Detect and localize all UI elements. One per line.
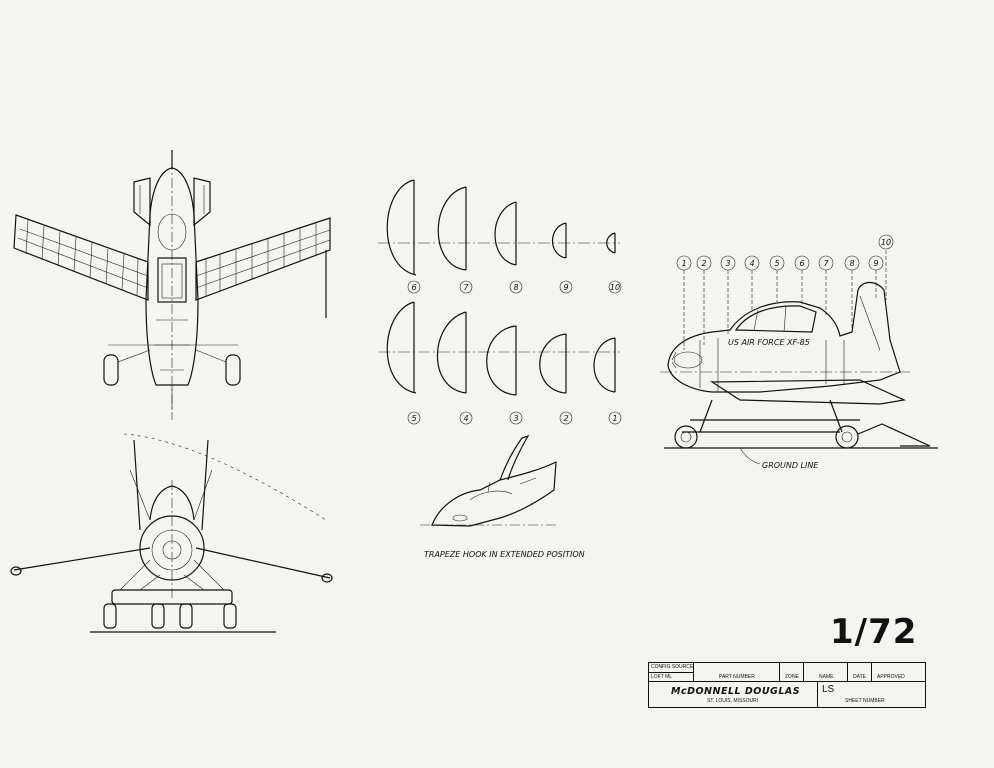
title-block-divider (803, 663, 804, 681)
hook-caption: TRAPEZE HOOK IN EXTENDED POSITION (424, 550, 585, 559)
title-block-divider (871, 663, 872, 681)
station-label: 2 (701, 259, 706, 268)
title-block-divider (817, 681, 818, 707)
title-block-header-row (649, 663, 925, 682)
trapeze-hook-detail (420, 434, 557, 527)
ground-line-label: GROUND LINE (762, 461, 819, 470)
station-label: 1 (681, 259, 686, 268)
ls-label: LS (822, 684, 835, 695)
loft-ml-label: LOFT ML (651, 674, 673, 680)
section-labels-bottom: 5 4 3 2 1 (407, 411, 622, 425)
section-label: 8 (513, 283, 518, 292)
station-label: 4 (749, 259, 754, 268)
section-label: 10 (610, 283, 620, 292)
fuselage-marking: US AIR FORCE XF-85 (728, 338, 810, 347)
front-view-aircraft (10, 433, 333, 633)
section-label: 9 (563, 283, 568, 292)
approved-label: APPROVED (877, 674, 905, 680)
title-block-divider (693, 663, 694, 681)
fuselage-cross-sections (378, 179, 620, 396)
station-label: 5 (774, 259, 779, 268)
zone-label: ZONE (785, 674, 799, 680)
station-label: 3 (725, 259, 730, 268)
side-view-aircraft (660, 281, 938, 465)
station-label: 6 (799, 259, 804, 268)
config-source-label: CONFIG SOURCE (651, 664, 694, 670)
station-label: 9 (873, 259, 878, 268)
title-block-divider (779, 663, 780, 681)
scale-label: 1/72 (830, 612, 918, 652)
station-label: 10 (881, 238, 891, 247)
section-label: 6 (411, 283, 416, 292)
station-number-labels: 1 2 3 4 5 6 7 8 9 10 (676, 234, 894, 271)
station-label: 8 (849, 259, 854, 268)
part-number-label: PART NUMBER (719, 674, 755, 680)
station-label: 7 (823, 259, 829, 268)
date-label: DATE (853, 674, 866, 680)
section-label: 7 (463, 283, 469, 292)
section-label: 4 (463, 414, 468, 423)
company-city: ST. LOUIS, MISSOURI (707, 698, 759, 704)
company-name: McDONNELL DOUGLAS (671, 686, 801, 697)
section-labels-top: 6 7 8 9 10 (407, 280, 622, 294)
section-label: 3 (513, 414, 518, 423)
section-label: 5 (411, 414, 416, 423)
title-block-divider (847, 663, 848, 681)
name-label: NAME (819, 674, 834, 680)
sheet-number-label: SHEET NUMBER (845, 698, 885, 704)
station-callouts (683, 250, 887, 350)
title-block-divider (649, 672, 693, 673)
top-view-aircraft (13, 150, 331, 420)
section-label: 2 (563, 414, 568, 423)
title-block: CONFIG SOURCE LOFT ML PART NUMBER ZONE N… (648, 662, 926, 708)
section-label: 1 (612, 414, 617, 423)
